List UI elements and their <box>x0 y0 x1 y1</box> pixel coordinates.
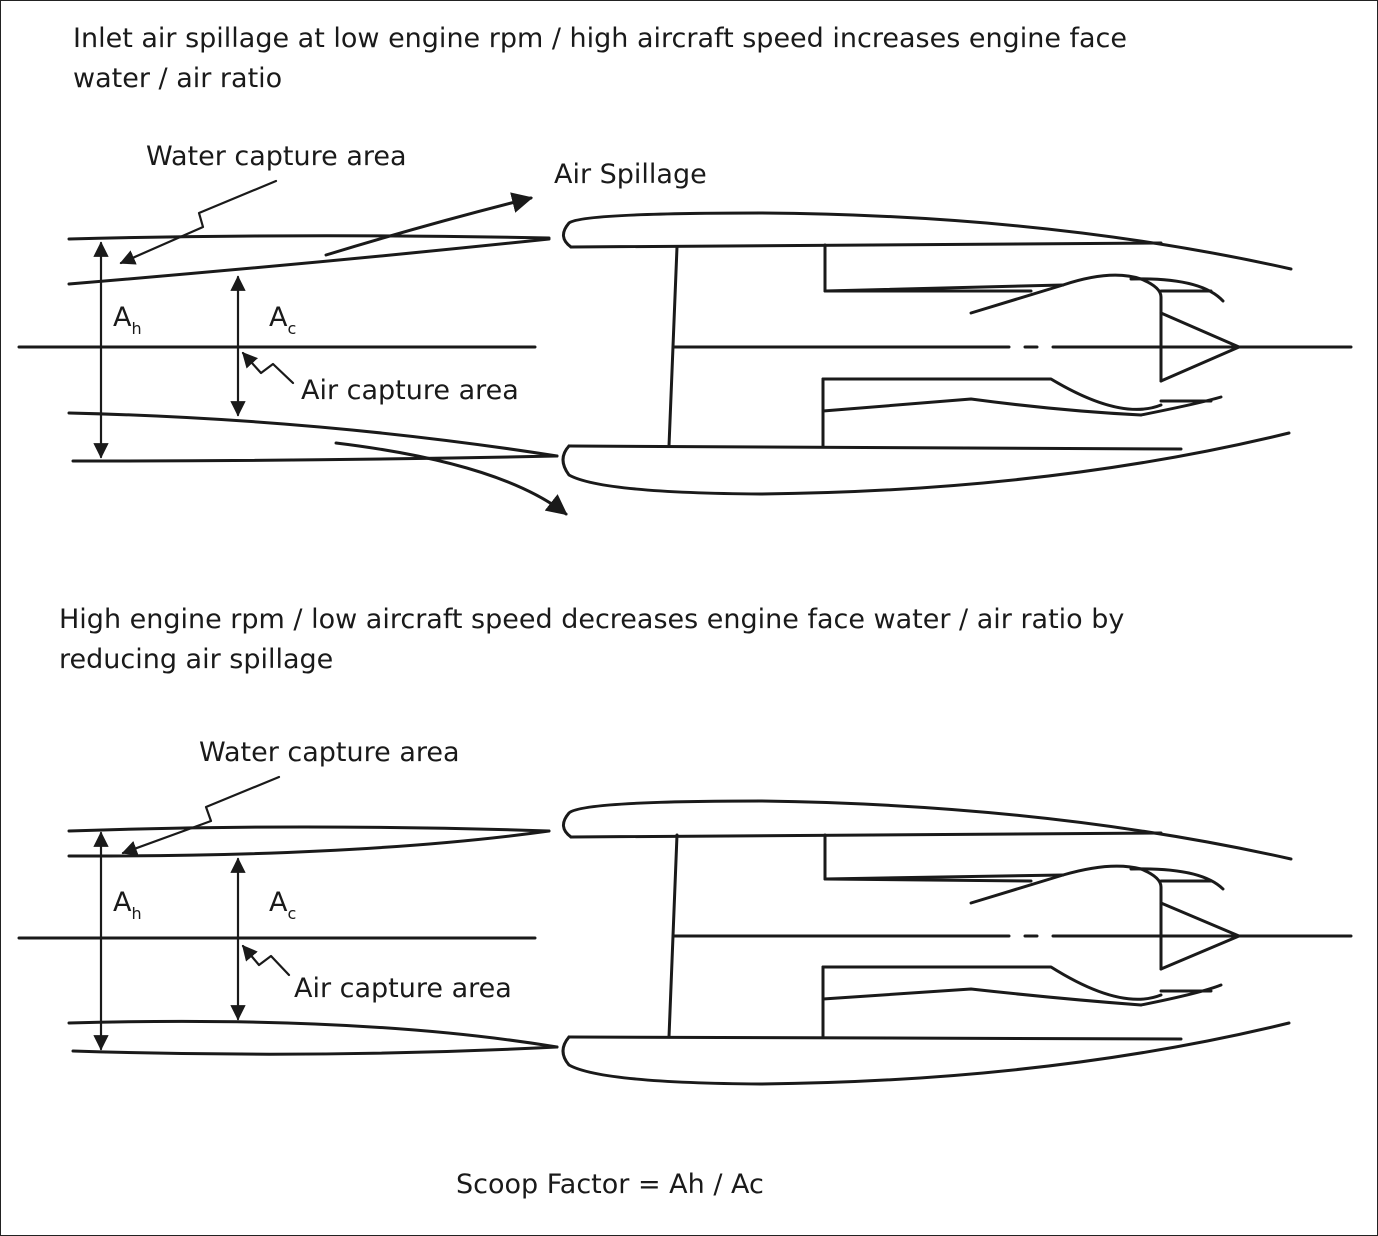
top-air-leader <box>241 351 295 385</box>
bottom-water-capture-label: Water capture area <box>199 737 460 768</box>
top-heading-line1: Inlet air spillage at low engine rpm / h… <box>73 23 1127 54</box>
top-stream-tube <box>17 234 559 463</box>
bottom-dimension-arrows <box>93 831 246 1051</box>
top-air-spillage-label: Air Spillage <box>554 159 707 190</box>
top-water-leader <box>119 179 278 265</box>
bottom-water-leader <box>121 775 281 856</box>
bottom-air-leader <box>241 944 291 977</box>
top-engine <box>561 211 1353 496</box>
scoop-factor-formula: Scoop Factor = Ah / Ac <box>456 1169 764 1200</box>
bottom-air-capture-label: Air capture area <box>294 973 512 1004</box>
top-ah-label: Ah <box>113 302 142 338</box>
top-ac-label: Ac <box>269 302 296 338</box>
top-heading-line2: water / air ratio <box>73 63 282 94</box>
bottom-heading-line2: reducing air spillage <box>59 644 333 675</box>
bottom-engine <box>561 799 1353 1086</box>
bottom-stream-tube <box>17 825 559 1056</box>
top-air-capture-label: Air capture area <box>301 375 519 406</box>
bottom-ah-label: Ah <box>113 887 142 923</box>
bottom-heading-line1: High engine rpm / low aircraft speed dec… <box>59 604 1124 635</box>
top-spillage-arrows <box>324 192 568 516</box>
top-dimension-arrows <box>93 241 246 459</box>
bottom-ac-label: Ac <box>269 887 296 923</box>
top-water-capture-label: Water capture area <box>146 141 407 172</box>
